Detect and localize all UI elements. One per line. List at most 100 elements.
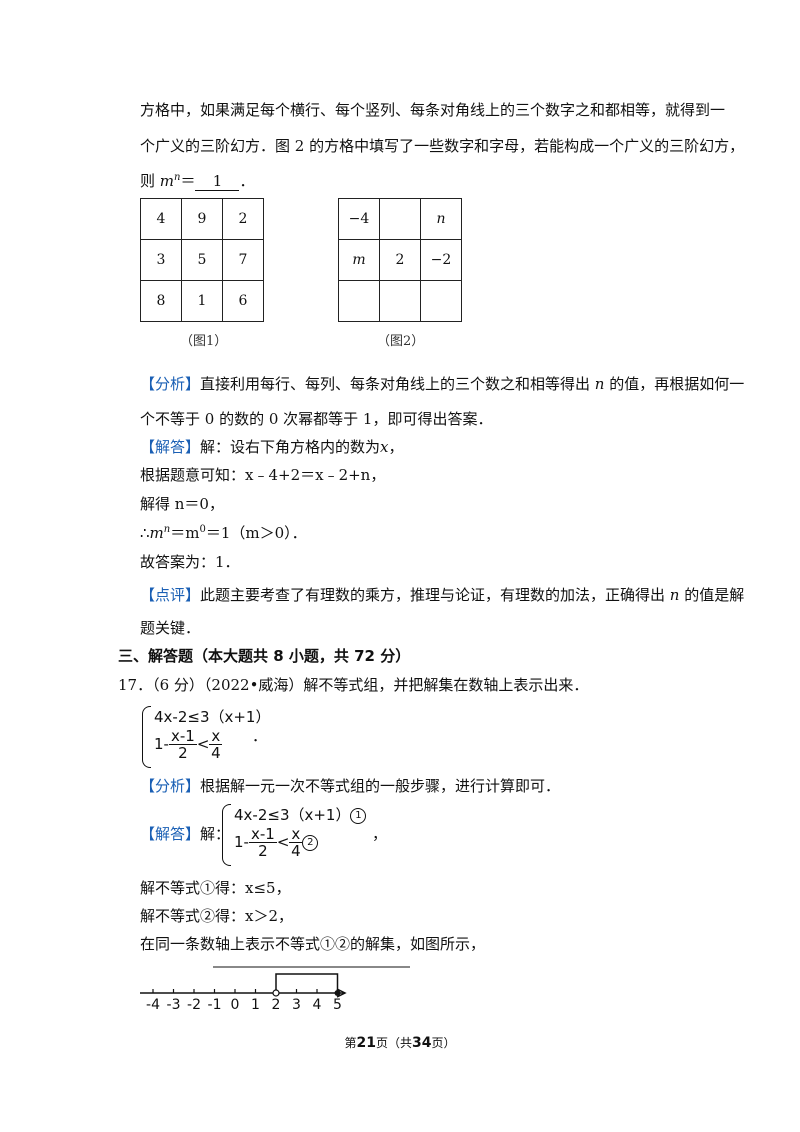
var-n: n (669, 586, 680, 604)
tick-label: -2 (187, 997, 201, 1013)
numerator: x-1 (248, 825, 277, 843)
sup-0: 0 (199, 524, 206, 535)
brace (142, 706, 151, 768)
grid-cell (379, 280, 421, 322)
tick-label: 2 (272, 997, 281, 1013)
grid-cell: 9 (181, 198, 223, 240)
grid-cell: 1 (181, 280, 223, 322)
answer-blank: 1 (195, 172, 240, 191)
grid-cell: −4 (338, 198, 380, 240)
denominator: 2 (258, 842, 268, 860)
inequality-1-labeled: 4x-2≤3（x+1）1 (234, 804, 367, 825)
page-footer: 第21页（共34页） (0, 1034, 800, 1051)
closed-point-marker (334, 990, 341, 996)
text: 则 (140, 172, 160, 190)
solution-line-1: 【解答】解：设右下角方格内的数为x， (140, 437, 404, 457)
axis-arrow-icon (336, 988, 347, 998)
text: ＝1（m＞0）． (205, 524, 307, 542)
solution-tag: 【解答】 (140, 438, 201, 456)
solution-bracket (275, 973, 339, 993)
grid-cell: −2 (420, 239, 462, 281)
text: 直接利用每行、每列、每条对角线上的三个数之和相等得出 (200, 375, 595, 393)
text: 第 (344, 1036, 357, 1050)
var-m: m (159, 172, 175, 190)
comment-tag: 【点评】 (140, 586, 201, 604)
comment-line-1: 【点评】此题主要考查了有理数的乘方，推理与论证，有理数的加法，正确得出 n 的值… (140, 585, 744, 605)
grid-row: −4 n (338, 198, 462, 240)
numerator: x-1 (168, 727, 197, 745)
analysis-tag: 【分析】 (140, 777, 201, 795)
less-than: < (276, 833, 290, 851)
grid-cell (338, 280, 380, 322)
inequality-1: 4x-2≤3（x+1） (154, 708, 271, 726)
text: 解：设右下角方格内的数为 (200, 438, 381, 456)
grid-cell: 2 (379, 239, 421, 281)
analysis-line-2: 个不等于 0 的数的 0 次幂都等于 1，即可得出答案． (140, 410, 493, 428)
analysis-line-1: 【分析】直接利用每行、每列、每条对角线上的三个数之和相等得出 n 的值，再根据如… (140, 374, 744, 394)
system-comma: ， (372, 825, 388, 843)
grid-cell: 6 (222, 280, 264, 322)
circle-1-mark: 1 (350, 807, 367, 824)
q17-step-1: 解不等式①得：x≤5， (140, 879, 291, 897)
text: 页（共 (375, 1036, 412, 1050)
question-17-stem: 17．（6 分）（2022•威海）解不等式组，并把解集在数轴上表示出来． (118, 676, 589, 694)
period: ． (239, 172, 255, 190)
text: 此题主要考查了有理数的乘方，推理与论证，有理数的加法，正确得出 (200, 586, 670, 604)
grid-cell: 5 (181, 239, 223, 281)
total-pages: 34 (412, 1035, 432, 1051)
page-number: 21 (356, 1035, 376, 1051)
tick-label: 5 (333, 997, 342, 1013)
brace (222, 804, 231, 866)
section-heading: 三、解答题（本大题共 8 小题，共 72 分） (118, 647, 411, 665)
denominator: 2 (178, 744, 188, 762)
tick-label: 1 (251, 997, 260, 1013)
comment-line-2: 题关键． (140, 619, 201, 637)
system-period: ． (252, 727, 268, 745)
solution-line-2: 根据题意可知：x﹣4+2＝x﹣2+n， (140, 466, 386, 484)
text: ， (388, 438, 404, 456)
solution-tag: 【解答】 (140, 825, 201, 843)
var-x: x (380, 438, 389, 456)
text: 4x-2≤3（x+1） (234, 806, 351, 824)
text: ＝m (170, 524, 200, 542)
tick-label: -3 (167, 997, 181, 1013)
grid-cell (420, 280, 462, 322)
grid-cell: 4 (140, 198, 182, 240)
numerator: x (209, 727, 223, 745)
text: 的值是解 (679, 586, 745, 604)
q17-step-3: 在同一条数轴上表示不等式①②的解集，如图所示， (140, 935, 486, 953)
solution-line-4: ∴mn＝m0＝1（m＞0）． (140, 523, 307, 543)
q17-step-2: 解不等式②得：x＞2， (140, 907, 294, 925)
less-than: < (196, 735, 210, 753)
grid-row (338, 280, 462, 322)
equals: ＝ (180, 172, 196, 190)
text: 1- (234, 833, 249, 851)
problem-line-2: 个广义的三阶幻方．图 2 的方格中填写了一些数字和字母，若能构成一个广义的三阶幻… (140, 137, 745, 155)
var-n: n (594, 375, 605, 393)
analysis-tag: 【分析】 (140, 375, 201, 393)
grid-cell: n (420, 198, 462, 240)
text: 页） (431, 1036, 456, 1050)
sup-n: n (163, 524, 171, 535)
grid-cell: 3 (140, 239, 182, 281)
problem-line-1: 方格中，如果满足每个横行、每个竖列、每条对角线上的三个数字之和都相等，就得到一 (140, 101, 726, 119)
text: 的值，再根据如何一 (604, 375, 745, 393)
solution-line-3: 解得 n＝0， (140, 495, 224, 513)
tick-label: 0 (231, 997, 240, 1013)
grid-cell: 7 (222, 239, 264, 281)
solution-line-5: 故答案为：1． (140, 553, 240, 571)
therefore: ∴ (140, 524, 150, 542)
